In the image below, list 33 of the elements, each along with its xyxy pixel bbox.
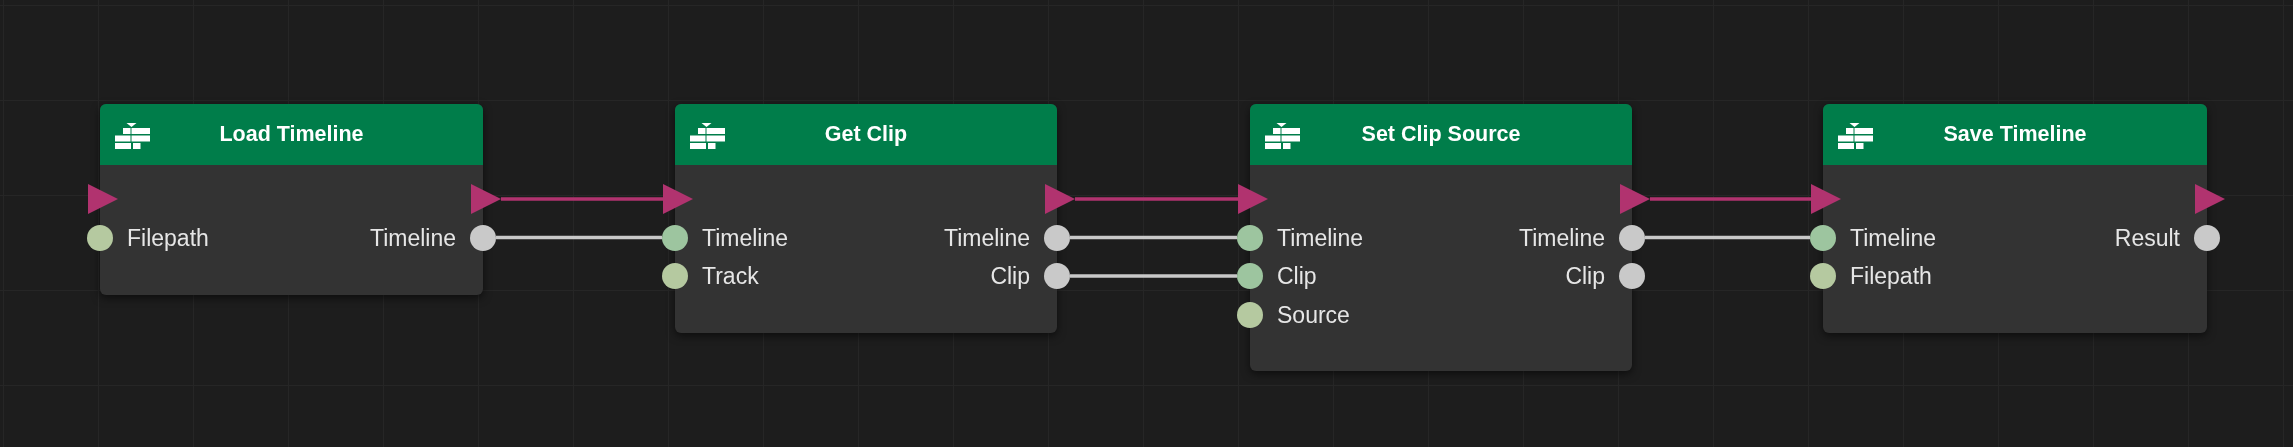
pin-label: Timeline bbox=[1850, 224, 1937, 251]
pin-label: Timeline bbox=[943, 224, 1030, 251]
pin-label: Timeline bbox=[369, 224, 456, 251]
pin-label: Clip bbox=[1565, 263, 1605, 289]
connector-line bbox=[1650, 197, 1811, 201]
pin-label: Timeline bbox=[1277, 224, 1364, 251]
pin-label: Clip bbox=[1277, 263, 1317, 289]
pin-label: Result bbox=[2114, 224, 2180, 251]
pin-label: Filepath bbox=[127, 224, 209, 251]
pin-label: Timeline bbox=[702, 224, 789, 251]
pin-label: Timeline bbox=[1518, 224, 1605, 251]
connector-line bbox=[501, 197, 663, 201]
pin-label: Filepath bbox=[1850, 263, 1932, 289]
port-triangle bbox=[1811, 184, 1841, 214]
port-triangle bbox=[88, 184, 118, 214]
pin-label: Track bbox=[702, 263, 759, 289]
connector-line bbox=[1645, 235, 1810, 240]
node-title: Load Timeline bbox=[219, 121, 364, 149]
port-triangle bbox=[1238, 184, 1268, 214]
port-triangle bbox=[471, 184, 501, 214]
node-title: Get Clip bbox=[824, 121, 908, 149]
connector-line bbox=[1070, 274, 1237, 278]
pin-label: Source bbox=[1277, 301, 1350, 328]
port-triangle bbox=[663, 184, 693, 214]
node-title: Set Clip Source bbox=[1361, 121, 1521, 149]
port-triangle bbox=[1045, 184, 1075, 214]
connector-line bbox=[496, 235, 662, 240]
connector-line bbox=[1075, 197, 1238, 201]
connector-line bbox=[1070, 235, 1237, 240]
port-triangle bbox=[2195, 184, 2225, 214]
pin-label: Clip bbox=[990, 263, 1030, 289]
port-triangle bbox=[1620, 184, 1650, 214]
node-title: Save Timeline bbox=[1943, 121, 2087, 149]
